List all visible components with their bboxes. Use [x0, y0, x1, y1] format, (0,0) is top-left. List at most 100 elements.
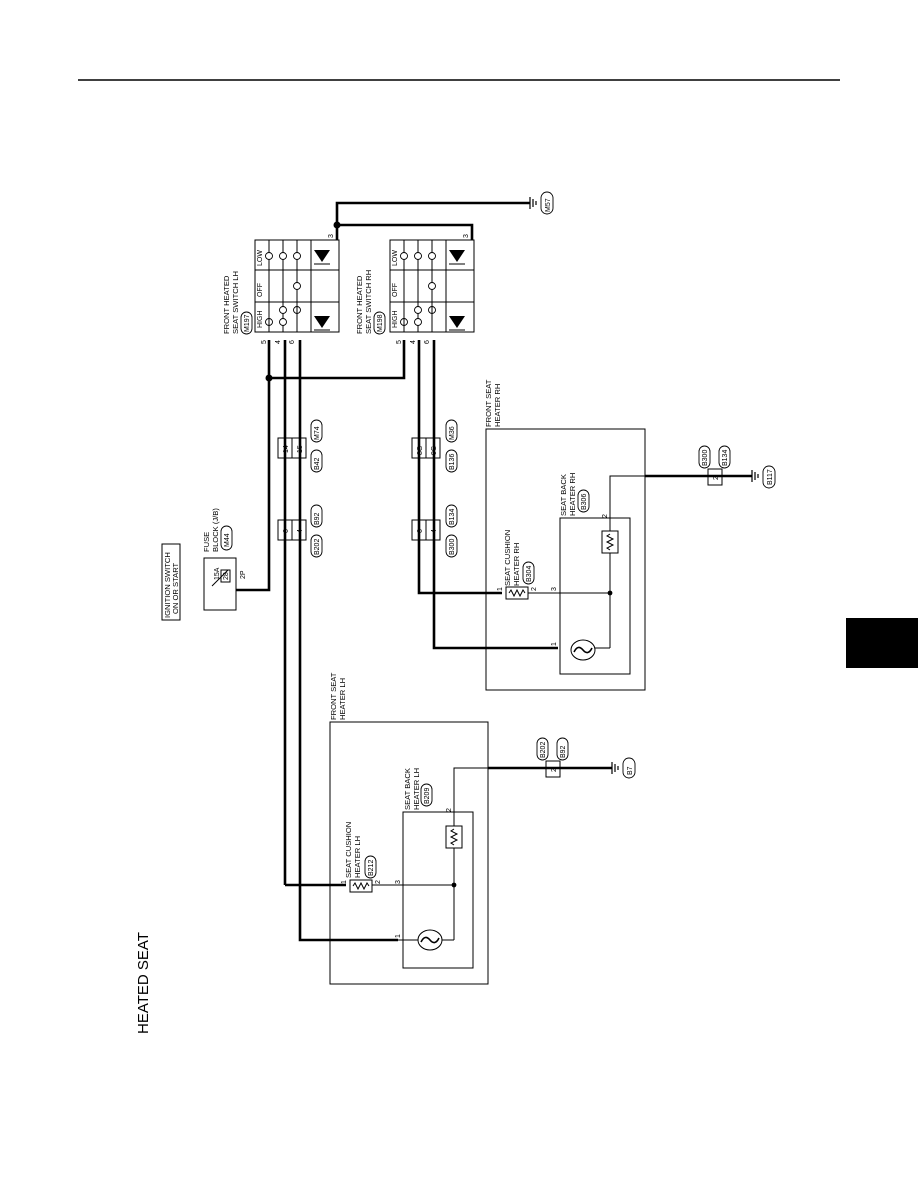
svg-text:B304: B304: [526, 566, 533, 582]
svg-text:FRONT SEAT: FRONT SEAT: [329, 672, 338, 720]
svg-text:FRONT HEATED: FRONT HEATED: [222, 275, 231, 334]
svg-text:M44: M44: [224, 533, 231, 547]
svg-text:M74: M74: [314, 426, 321, 440]
splice-dot: [333, 221, 341, 229]
svg-text:LOW: LOW: [257, 250, 264, 266]
svg-text:FRONT SEAT: FRONT SEAT: [484, 379, 493, 427]
svg-text:4: 4: [410, 340, 417, 344]
indicator-led-icon: [314, 316, 330, 328]
svg-text:B209: B209: [424, 788, 431, 804]
ground-icon: B117: [751, 465, 776, 489]
svg-text:B42: B42: [314, 457, 321, 470]
svg-text:B117: B117: [767, 469, 774, 485]
svg-text:B92: B92: [560, 745, 567, 758]
svg-text:2: 2: [531, 587, 538, 591]
svg-text:BLOCK (J/B): BLOCK (J/B): [211, 508, 220, 552]
svg-text:B92: B92: [314, 512, 321, 525]
joint-connector-m74: 14 15 M74 B42: [277, 419, 323, 473]
svg-text:3: 3: [463, 234, 470, 238]
wire-splice-to-rh-switch: [269, 340, 406, 380]
ground-joint-b202: 2 B202 B92: [536, 737, 569, 778]
ground-icon: B7: [611, 757, 636, 779]
svg-text:5: 5: [261, 340, 268, 344]
svg-text:FUSE: FUSE: [202, 532, 211, 552]
svg-text:28: 28: [223, 572, 230, 580]
svg-text:2P: 2P: [240, 570, 247, 579]
svg-text:B202: B202: [314, 539, 321, 555]
svg-text:HEATER LH: HEATER LH: [412, 768, 421, 810]
svg-text:14: 14: [283, 445, 290, 453]
svg-text:1: 1: [497, 587, 504, 591]
front-heated-seat-switch-rh: HIGH OFF LOW FRONT HEATED SEAT SWITCH RH…: [355, 234, 475, 344]
svg-text:OFF: OFF: [257, 283, 264, 297]
svg-text:B134: B134: [722, 450, 729, 466]
svg-text:1: 1: [341, 880, 348, 884]
svg-text:6: 6: [289, 340, 296, 344]
svg-text:HEATER LH: HEATER LH: [353, 836, 362, 878]
wire-rh-pin4: [417, 340, 502, 595]
front-seat-heater-lh: FRONT SEAT HEATER LH SEAT BACK HEATER LH…: [329, 672, 489, 985]
svg-text:B212: B212: [368, 860, 375, 876]
svg-text:4: 4: [297, 529, 304, 533]
svg-text:M57: M57: [545, 198, 552, 212]
svg-text:M198: M198: [377, 314, 384, 332]
page-title: HEATED SEAT: [135, 932, 152, 1034]
wire-fuse-to-switch: [236, 340, 271, 592]
wire-rh-switch-ground: [337, 223, 474, 240]
svg-text:M36: M36: [449, 426, 456, 440]
joint-connector-b92: 6 4 B92 B202: [277, 504, 323, 558]
ground-icon: M57: [529, 191, 554, 215]
svg-text:2: 2: [375, 880, 382, 884]
svg-text:OFF: OFF: [392, 283, 399, 297]
svg-text:ON OR START: ON OR START: [171, 562, 180, 614]
joint-connector-b134: 6 4 B134 B300: [411, 504, 458, 558]
svg-text:HIGH: HIGH: [392, 311, 399, 329]
svg-text:SEAT CUSHION: SEAT CUSHION: [344, 822, 353, 878]
ground-joint-b300: 2 B300 B134: [698, 445, 731, 486]
svg-text:SEAT SWITCH LH: SEAT SWITCH LH: [231, 271, 240, 334]
svg-text:15A: 15A: [214, 567, 221, 580]
svg-text:6: 6: [417, 529, 424, 533]
svg-text:1: 1: [551, 642, 558, 646]
svg-text:2: 2: [713, 476, 720, 480]
svg-text:HIGH: HIGH: [257, 311, 264, 329]
svg-text:1: 1: [395, 934, 402, 938]
svg-text:B136: B136: [449, 454, 456, 470]
svg-text:B300: B300: [449, 539, 456, 555]
svg-text:B7: B7: [627, 766, 634, 775]
svg-text:3: 3: [328, 234, 335, 238]
svg-text:SEAT BACK: SEAT BACK: [403, 768, 412, 810]
svg-text:2: 2: [602, 514, 609, 518]
svg-text:9G: 9G: [431, 446, 438, 455]
svg-text:FRONT HEATED: FRONT HEATED: [355, 275, 364, 334]
svg-text:4: 4: [431, 529, 438, 533]
svg-text:5: 5: [396, 340, 403, 344]
svg-text:B134: B134: [449, 509, 456, 525]
svg-text:M197: M197: [244, 314, 251, 332]
front-seat-heater-rh: FRONT SEAT HEATER RH SEAT BACK HEATER RH…: [484, 379, 646, 691]
svg-text:2: 2: [446, 808, 453, 812]
svg-text:8G: 8G: [417, 446, 424, 455]
joint-connector-m36: 8G 9G M36 B136: [411, 419, 458, 473]
svg-text:4: 4: [275, 340, 282, 344]
svg-text:6: 6: [283, 529, 290, 533]
svg-text:SEAT CUSHION: SEAT CUSHION: [503, 530, 512, 586]
svg-text:LOW: LOW: [392, 250, 399, 266]
section-tab: [846, 618, 918, 668]
svg-text:HEATER RH: HEATER RH: [493, 384, 502, 427]
svg-text:IGNITION SWITCH: IGNITION SWITCH: [163, 552, 172, 618]
fuse-block: FUSE BLOCK (J/B) M44 15A 28 2P: [202, 508, 247, 611]
svg-text:2: 2: [551, 768, 558, 772]
svg-text:SEAT BACK: SEAT BACK: [559, 474, 568, 516]
indicator-led-icon: [314, 250, 330, 262]
svg-text:3: 3: [395, 880, 402, 884]
wire-switch-ground: [335, 201, 530, 240]
svg-text:B202: B202: [540, 742, 547, 758]
front-heated-seat-switch-lh: HIGH OFF LOW FRONT HEATED SEAT SWITCH LH…: [222, 234, 340, 344]
svg-text:HEATER RH: HEATER RH: [512, 543, 521, 586]
svg-text:SEAT SWITCH RH: SEAT SWITCH RH: [364, 270, 373, 334]
wire-rh-pin6: [432, 340, 558, 650]
svg-text:B300: B300: [702, 450, 709, 466]
svg-text:HEATER LH: HEATER LH: [338, 678, 347, 720]
